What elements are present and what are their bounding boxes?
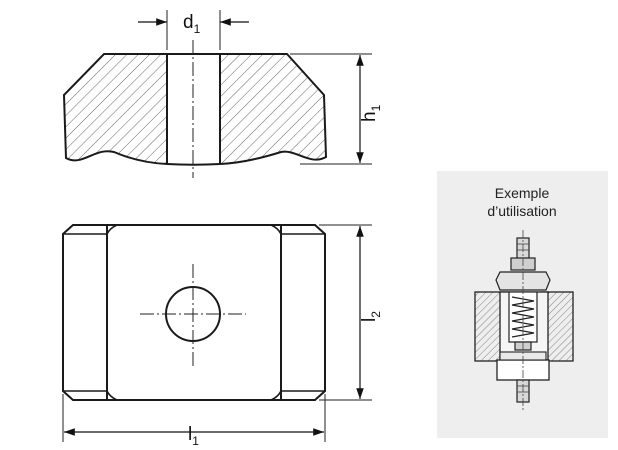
- d1-subscript: 1: [194, 22, 201, 36]
- section-right-hatch: [219, 53, 328, 166]
- usage-caption-line1: Exemple: [495, 185, 550, 201]
- usage-spring: [511, 296, 535, 338]
- svg-text:l1: l1: [188, 424, 199, 448]
- dimension-l2: l2: [319, 224, 383, 401]
- usage-example-panel: Exemple d’utilisation: [437, 171, 608, 438]
- svg-text:h1: h1: [359, 104, 383, 122]
- plan-view: l2 l1: [62, 224, 383, 448]
- usage-caption-line2: d’utilisation: [487, 203, 556, 219]
- h1-label: h: [359, 111, 380, 122]
- dimension-h1: h1: [290, 53, 383, 165]
- section-left-hatch: [62, 53, 168, 166]
- section-view: d1 h1: [62, 10, 383, 178]
- d1-label: d: [183, 12, 194, 33]
- h1-subscript: 1: [369, 104, 383, 111]
- svg-text:l2: l2: [359, 311, 383, 322]
- svg-text:d1: d1: [183, 12, 201, 36]
- dimension-l1: l1: [62, 394, 326, 448]
- l1-subscript: 1: [192, 434, 199, 448]
- l2-label: l: [359, 318, 380, 322]
- l2-subscript: 2: [369, 311, 383, 318]
- dimension-d1: d1: [138, 10, 249, 50]
- l1-label: l: [188, 424, 192, 445]
